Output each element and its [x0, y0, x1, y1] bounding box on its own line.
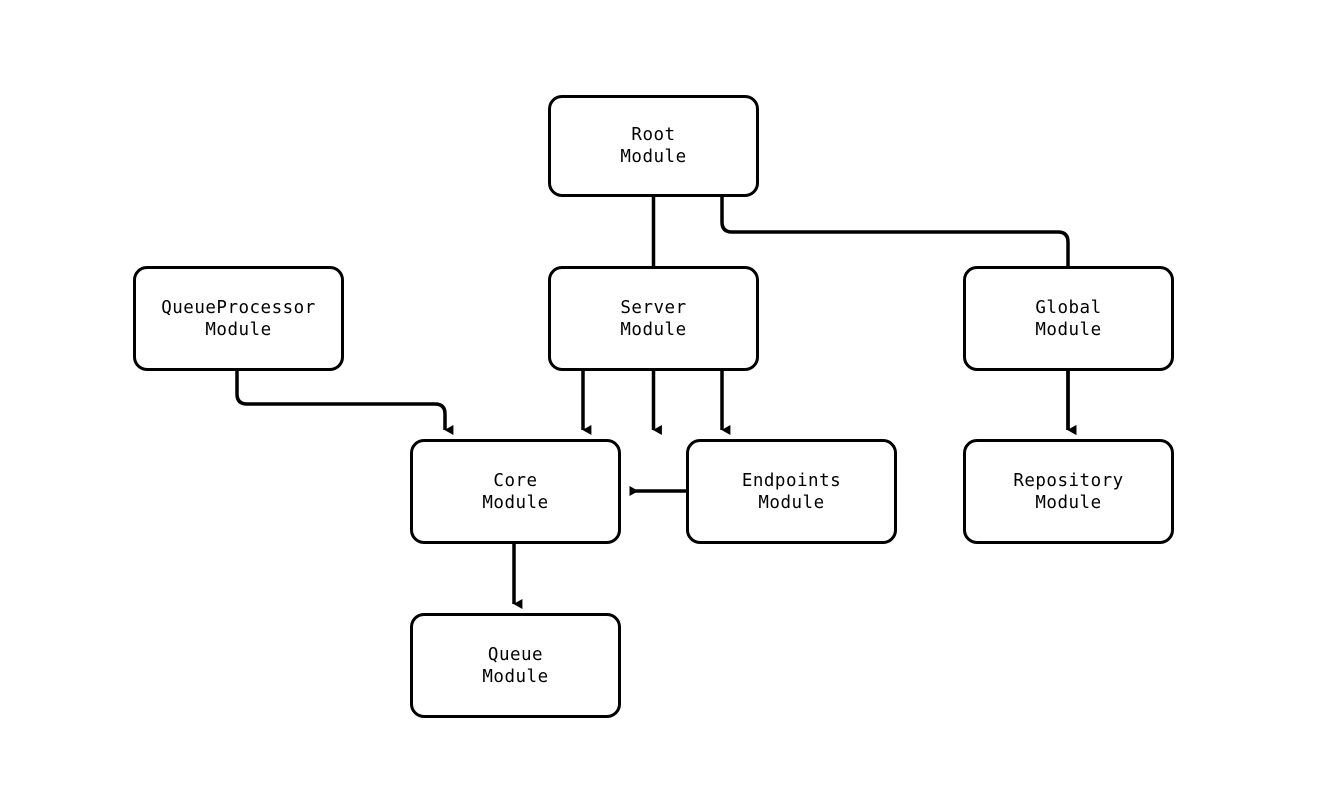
- node-server-module[interactable]: Server Module: [548, 266, 759, 371]
- node-label-line2: Module: [620, 319, 687, 340]
- node-global-module[interactable]: Global Module: [963, 266, 1174, 371]
- node-label-line1: Queue: [487, 644, 544, 665]
- node-label-line1: QueueProcessor: [161, 297, 316, 318]
- node-label-line2: Module: [620, 147, 687, 167]
- node-root-module[interactable]: Root Module: [548, 95, 759, 197]
- node-queue-module[interactable]: Queue Module: [410, 613, 621, 718]
- node-queueprocessor-module[interactable]: QueueProcessor Module: [133, 266, 344, 371]
- node-label-line2: Module: [1035, 492, 1102, 513]
- node-label-line1: Core: [493, 470, 538, 491]
- node-label-line2: Module: [758, 492, 825, 513]
- node-core-module[interactable]: Core Module: [410, 439, 621, 544]
- node-label-line1: Repository: [1013, 470, 1124, 491]
- edge-root-to-global: [720, 197, 1077, 435]
- node-label-line1: Global: [1035, 297, 1102, 318]
- node-endpoints-module[interactable]: Endpoints Module: [686, 439, 897, 544]
- node-label-line2: Module: [1035, 319, 1102, 340]
- node-label-line2: Module: [482, 492, 549, 513]
- node-label-line2: Module: [482, 666, 549, 687]
- node-repository-module[interactable]: Repository Module: [963, 439, 1174, 544]
- node-label-line1: Endpoints: [741, 470, 842, 491]
- node-label-line1: Server: [620, 297, 687, 318]
- edge-queueprocessor-to-core: [235, 371, 454, 435]
- node-label-line1: Root: [631, 125, 676, 145]
- node-label-line2: Module: [205, 319, 272, 340]
